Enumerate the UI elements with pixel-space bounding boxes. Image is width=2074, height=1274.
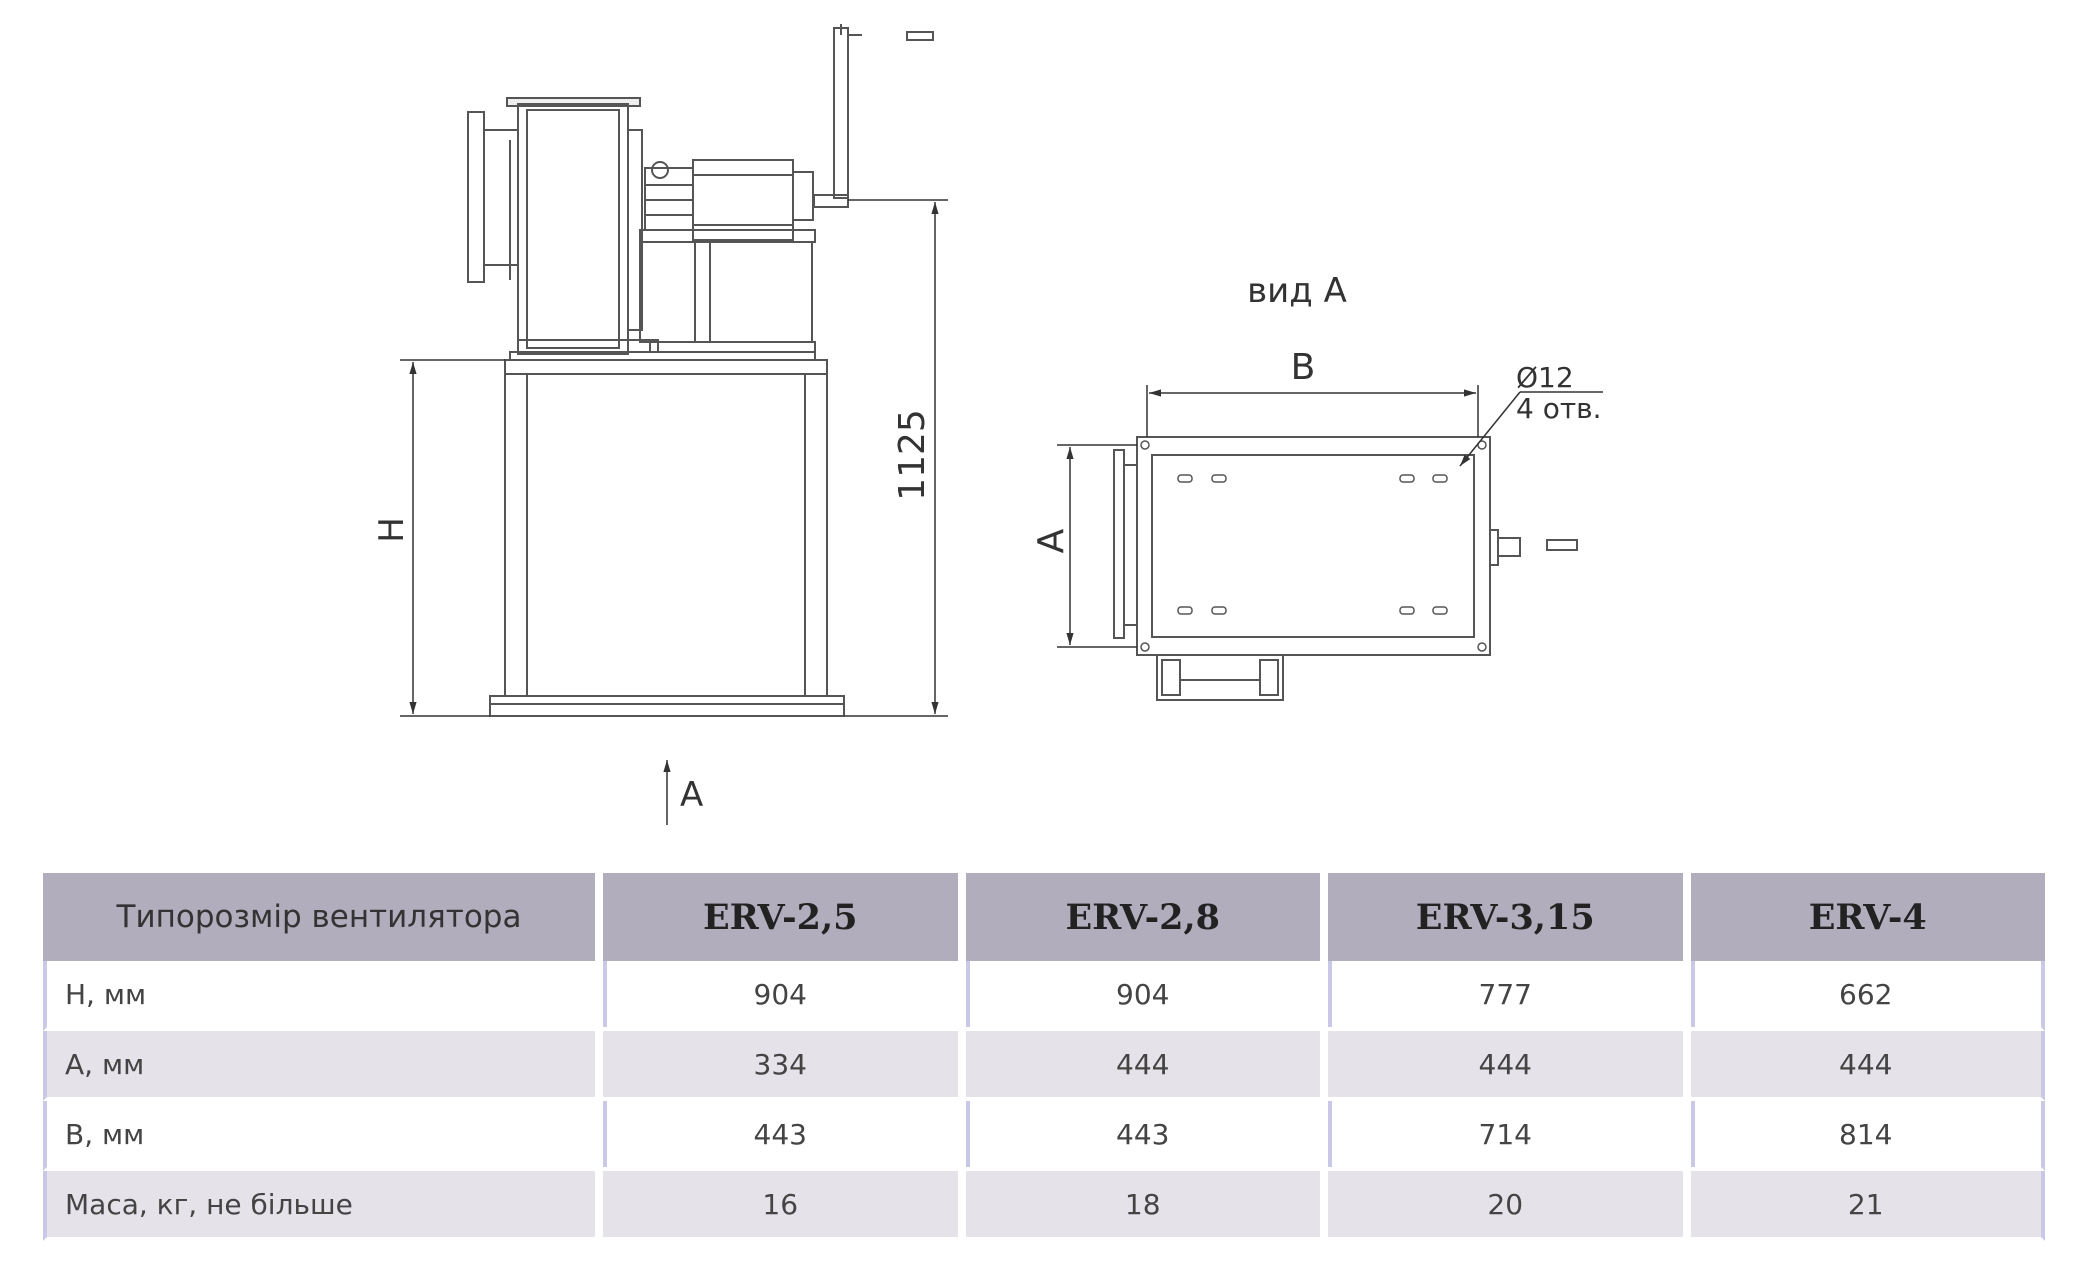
model-header: ERV-2,8 [957,873,1320,961]
row-label: А, мм [43,1031,595,1101]
table-cell: 444 [957,1031,1320,1101]
hole-count-label: 4 отв. [1516,392,1602,425]
row-label: Маса, кг, не більше [43,1171,595,1241]
table-cell: 814 [1682,1101,2045,1171]
table-cell: 443 [957,1101,1320,1171]
row-label: Н, мм [43,961,595,1031]
model-header: ERV-4 [1682,873,2045,961]
dimension-h-label: H [372,517,412,543]
table-cell: 777 [1320,961,1683,1031]
table-cell: 16 [595,1171,958,1241]
table-cell: 904 [957,961,1320,1031]
view-a-title: вид А [1247,271,1347,311]
dimension-lines-side [400,199,948,825]
row-label: В, мм [43,1101,595,1171]
mounting-slots [1177,474,1448,615]
hole-diameter-label: Ø12 [1516,361,1574,394]
motor-base [639,229,816,353]
table-row: В, мм 443 443 714 814 [43,1101,2045,1171]
table-cell: 18 [957,1171,1320,1241]
table-cell: 662 [1682,961,2045,1031]
model-header: ERV-2,5 [595,873,958,961]
table-row: Н, мм 904 904 777 662 [43,961,2045,1031]
damper-handle [813,24,934,208]
table-cell: 334 [595,1031,958,1101]
mounting-holes [1140,440,1487,652]
stand [489,359,845,717]
table-row: Маса, кг, не більше 16 18 20 21 [43,1171,2045,1241]
table-header-label: Типорозмір вентилятора [43,873,595,961]
table-cell: 904 [595,961,958,1031]
table-header-row: Типорозмір вентилятора ERV-2,5 ERV-2,8 E… [43,873,2045,961]
dimension-b-label: B [1291,347,1316,388]
side-view [467,24,934,717]
dimension-lines-view-a [1057,385,1603,648]
table-cell: 443 [595,1101,958,1171]
table-cell: 21 [1682,1171,2045,1241]
spec-table: Типорозмір вентилятора ERV-2,5 ERV-2,8 E… [43,873,2045,1241]
view-a [1113,436,1578,701]
table-cell: 444 [1682,1031,2045,1101]
dimension-a-label: A [1031,528,1072,553]
model-header: ERV-3,15 [1320,873,1683,961]
table-cell: 444 [1320,1031,1683,1101]
view-arrow-label: A [680,775,703,815]
table-row: А, мм 334 444 444 444 [43,1031,2045,1101]
fan-housing [467,97,659,355]
dimension-1125-label: 1125 [892,409,933,501]
motor [644,159,814,241]
table-cell: 714 [1320,1101,1683,1171]
table-cell: 20 [1320,1171,1683,1241]
technical-drawing: H 1125 A вид А [372,24,1603,825]
